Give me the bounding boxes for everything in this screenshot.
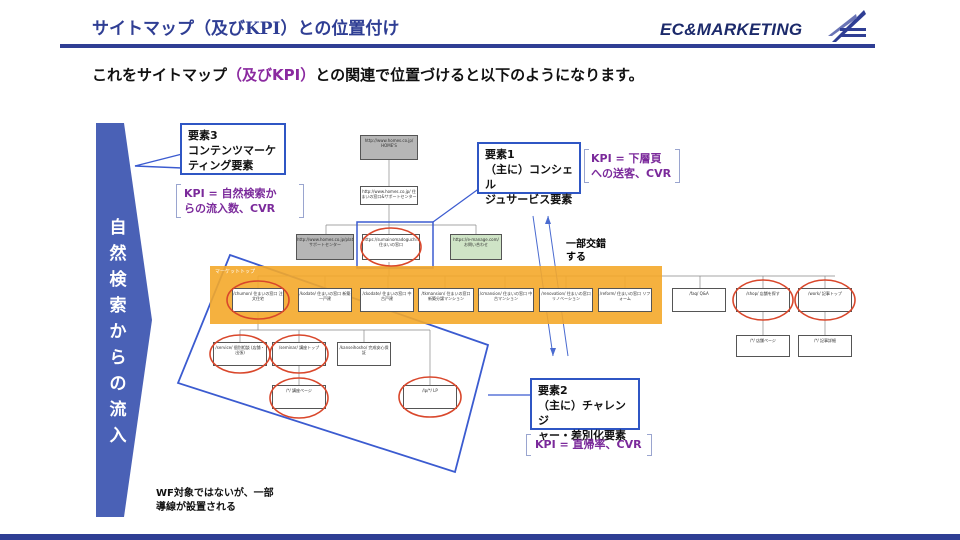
inflow-arrow (96, 123, 152, 517)
node-contact[interactable]: https://e-manage.com/ お問い合わせ (450, 234, 502, 260)
right-node-work[interactable]: /work/ 記事トップ (798, 288, 852, 312)
kpi-line: への送客、CVR (591, 167, 672, 180)
band-node[interactable]: /renovation/ 住まいの窓口 リノベーション (539, 288, 593, 312)
band-node[interactable]: /kodate/ 住まいの窓口 新築一戸建 (298, 288, 352, 312)
node-sumai-madoguchi[interactable]: https://sumainomadoguchi.homes.jp/ 住まいの窓… (362, 234, 420, 260)
sub-node-seminar[interactable]: /seminar/ 講座トップ (272, 342, 326, 366)
callout-element-1: 要素1 （主に）コンシェル ジュサービス要素 (477, 142, 581, 206)
callout-line: （主に）チャレンジ (538, 399, 626, 427)
band-node[interactable]: /chumon/ 住まいの窓口 注文住宅 (232, 288, 284, 312)
band-label: マーケットトップ (215, 269, 256, 275)
callout-title: 要素1 (485, 148, 515, 161)
kpi-bracket-left (584, 149, 589, 183)
note-line: 導線が設置される (156, 502, 236, 513)
node-home[interactable]: http://www.homes.co.jp/ HOME'S (360, 135, 418, 160)
cross-label-line: する (566, 252, 586, 263)
kpi-line: KPI = 下層頁 (591, 152, 662, 165)
brand-logo: EC&MARKETING (660, 20, 803, 39)
side-label: 自然検索からの流入 (109, 218, 127, 446)
callout-title: 要素3 (188, 129, 218, 142)
bottom-note: WF対象ではないが、一部 導線が設置される (156, 487, 274, 515)
node-support-center-top[interactable]: http://www.homes.co.jp/ 住まいの窓口&サポートセンター (360, 186, 418, 205)
kpi-bracket-right (299, 184, 304, 218)
sub-node-service[interactable]: /service/ 個別相談 (店舗・出張) (213, 342, 267, 366)
lower-node-lp[interactable]: /lp/*/ LP (403, 385, 457, 409)
lower-node-seminar-page[interactable]: /*/ 講座ページ (272, 385, 326, 409)
slide-subtitle: これをサイトマップ（及びKPI）との関連で位置づけると以下のようになります。 (92, 64, 644, 85)
callout-line: コンテンツマーケ (188, 144, 276, 157)
slide-title: サイトマップ（及びKPI）との位置付け (92, 19, 400, 39)
footer-rule (0, 534, 960, 540)
right-node-faq[interactable]: /faq/ Q&A (672, 288, 726, 312)
kpi-line: KPI = 自然検索か (184, 187, 277, 200)
kpi-bracket-right (675, 149, 680, 183)
callout-line: ジュサービス要素 (485, 193, 573, 206)
cross-label: 一部交錯 する (566, 238, 606, 264)
callout-line: （主に）コンシェル (485, 163, 573, 191)
subtitle-text-end: との関連で位置づけると以下のようになります。 (315, 66, 644, 84)
subtitle-highlight: （及びKPI） (227, 66, 316, 84)
kpi-element-2: KPI = 直帰率、CVR (526, 434, 652, 456)
callout-line: ャー・差別化要素 (538, 429, 626, 442)
node-support-center[interactable]: http://www.homes.co.jp/platform/ サポートセンタ… (296, 234, 354, 260)
sub-node-kanseihosho[interactable]: /kanseihosho/ 完成安心保証 (337, 342, 391, 366)
band-node[interactable]: /cmansion/ 住まいの窓口 中古マンション (478, 288, 534, 312)
band-node[interactable]: /ckodate/ 住まいの窓口 中古戸建 (360, 288, 414, 312)
kpi-bracket-left (176, 184, 181, 218)
kpi-line: らの流入数、CVR (184, 202, 276, 215)
kpi-line: KPI = 直帰率、CVR (535, 438, 642, 451)
callout-element-3: 要素3 コンテンツマーケ ティング要素 (180, 123, 286, 175)
right-node-shop[interactable]: /shop/ 店舗を探す (736, 288, 790, 312)
cross-label-line: 一部交錯 (566, 239, 606, 250)
kpi-element-3: KPI = 自然検索か らの流入数、CVR (176, 184, 304, 218)
kpi-bracket-right (647, 434, 652, 456)
right-child-article[interactable]: /*/ 記事詳細 (798, 335, 852, 357)
callout-line: ティング要素 (188, 159, 254, 172)
band-node[interactable]: /reform/ 住まいの窓口 リフォーム (598, 288, 652, 312)
band-node[interactable]: /tkmansion/ 住まいの窓口 新築分譲マンション (418, 288, 474, 312)
note-line: WF対象ではないが、一部 (156, 488, 274, 499)
right-child-shop-page[interactable]: /*/ 店舗ページ (736, 335, 790, 357)
subtitle-text: これをサイトマップ (92, 66, 228, 84)
kpi-element-1: KPI = 下層頁 への送客、CVR (584, 149, 680, 183)
callout-element-2: 要素2 （主に）チャレンジ ャー・差別化要素 (530, 378, 640, 442)
kpi-bracket-left (526, 434, 531, 456)
header-rule (60, 44, 875, 48)
logo-mark-icon (828, 10, 866, 42)
callout-title: 要素2 (538, 384, 568, 397)
